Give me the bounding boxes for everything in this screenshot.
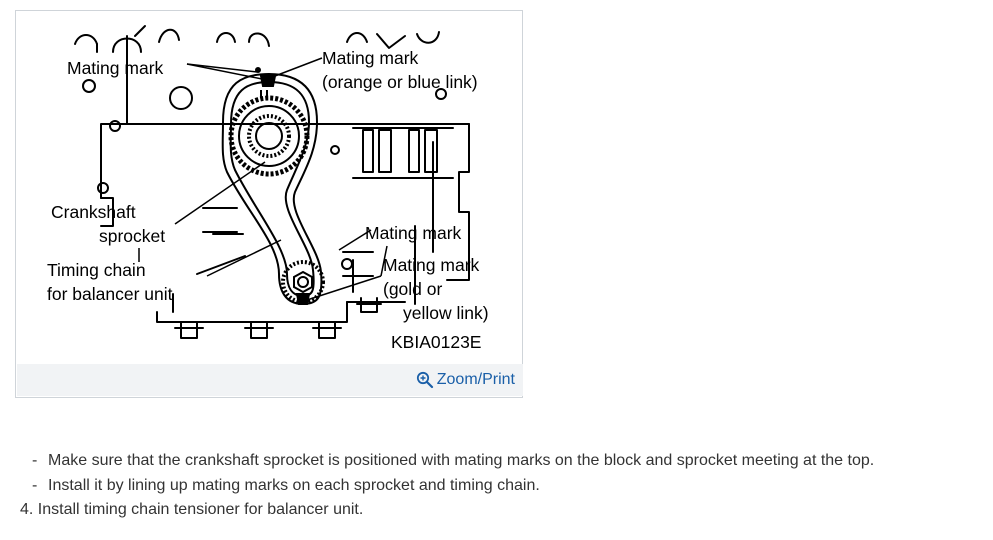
bullet-dash: -: [32, 452, 38, 469]
label-mating-mark-top-right: Mating mark: [322, 48, 419, 68]
label-mating-mark-mid: Mating mark: [365, 223, 462, 243]
step-number: 4.: [20, 501, 34, 518]
instruction-text: Install it by lining up mating marks on …: [48, 476, 540, 494]
instruction-step: 4. Install timing chain tensioner for ba…: [20, 498, 985, 523]
figure-code: KBIA0123E: [391, 332, 481, 352]
figure-frame: Mating mark Mating mark (orange or blue …: [15, 10, 523, 398]
crankshaft-sprocket: [228, 95, 310, 177]
figure-footer: Zoom/Print: [17, 364, 523, 396]
instruction-bullet: -Make sure that the crankshaft sprocket …: [20, 449, 985, 474]
step-text: Install timing chain tensioner for balan…: [37, 501, 364, 518]
timing-chain: [221, 72, 323, 306]
zoom-print-label: Zoom/Print: [436, 371, 515, 388]
instruction-bullet: -Install it by lining up mating marks on…: [20, 474, 985, 499]
label-mating-mark-bottom: Mating mark: [383, 255, 480, 275]
bolt-icon: [180, 321, 198, 339]
timing-chain-diagram: Mating mark Mating mark (orange or blue …: [47, 25, 489, 352]
label-mating-mark-top-left: Mating mark: [67, 58, 164, 78]
balancer-sprocket: [281, 260, 325, 304]
label-crankshaft: Crankshaft: [51, 202, 136, 222]
label-timing-chain: Timing chain: [47, 260, 146, 280]
zoom-print-link[interactable]: Zoom/Print: [416, 368, 515, 392]
instructions: -Make sure that the crankshaft sprocket …: [20, 449, 985, 523]
label-mating-mark-bottom-detail-2: yellow link): [403, 303, 489, 323]
zoom-in-icon: [416, 371, 433, 389]
label-mating-mark-bottom-detail-1: (gold or: [383, 279, 443, 299]
mating-mark-bottom: [295, 293, 311, 305]
label-timing-chain-balancer: for balancer unit: [47, 284, 173, 304]
instruction-text: Make sure that the crankshaft sprocket i…: [48, 452, 875, 469]
bullet-dash: -: [32, 476, 38, 494]
label-crankshaft-sprocket: sprocket: [99, 226, 165, 246]
label-mating-mark-top-right-detail: (orange or blue link): [322, 72, 478, 92]
mating-mark-top: [255, 67, 277, 98]
